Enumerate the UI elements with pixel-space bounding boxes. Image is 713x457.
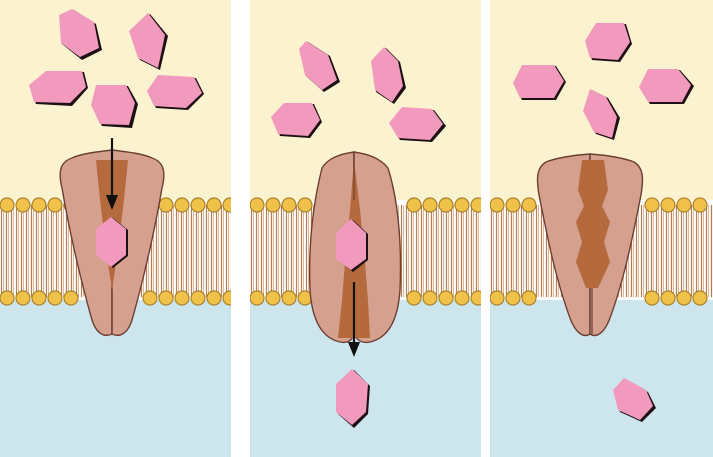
panel-step-1: [0, 0, 231, 457]
panel-2-illustration: [250, 0, 481, 457]
protein-channel-reset: [576, 160, 610, 288]
panel-step-3: [490, 0, 713, 457]
panel-3-illustration: [490, 0, 713, 457]
panel-step-2: [250, 0, 481, 457]
panel-1-illustration: [0, 0, 231, 457]
